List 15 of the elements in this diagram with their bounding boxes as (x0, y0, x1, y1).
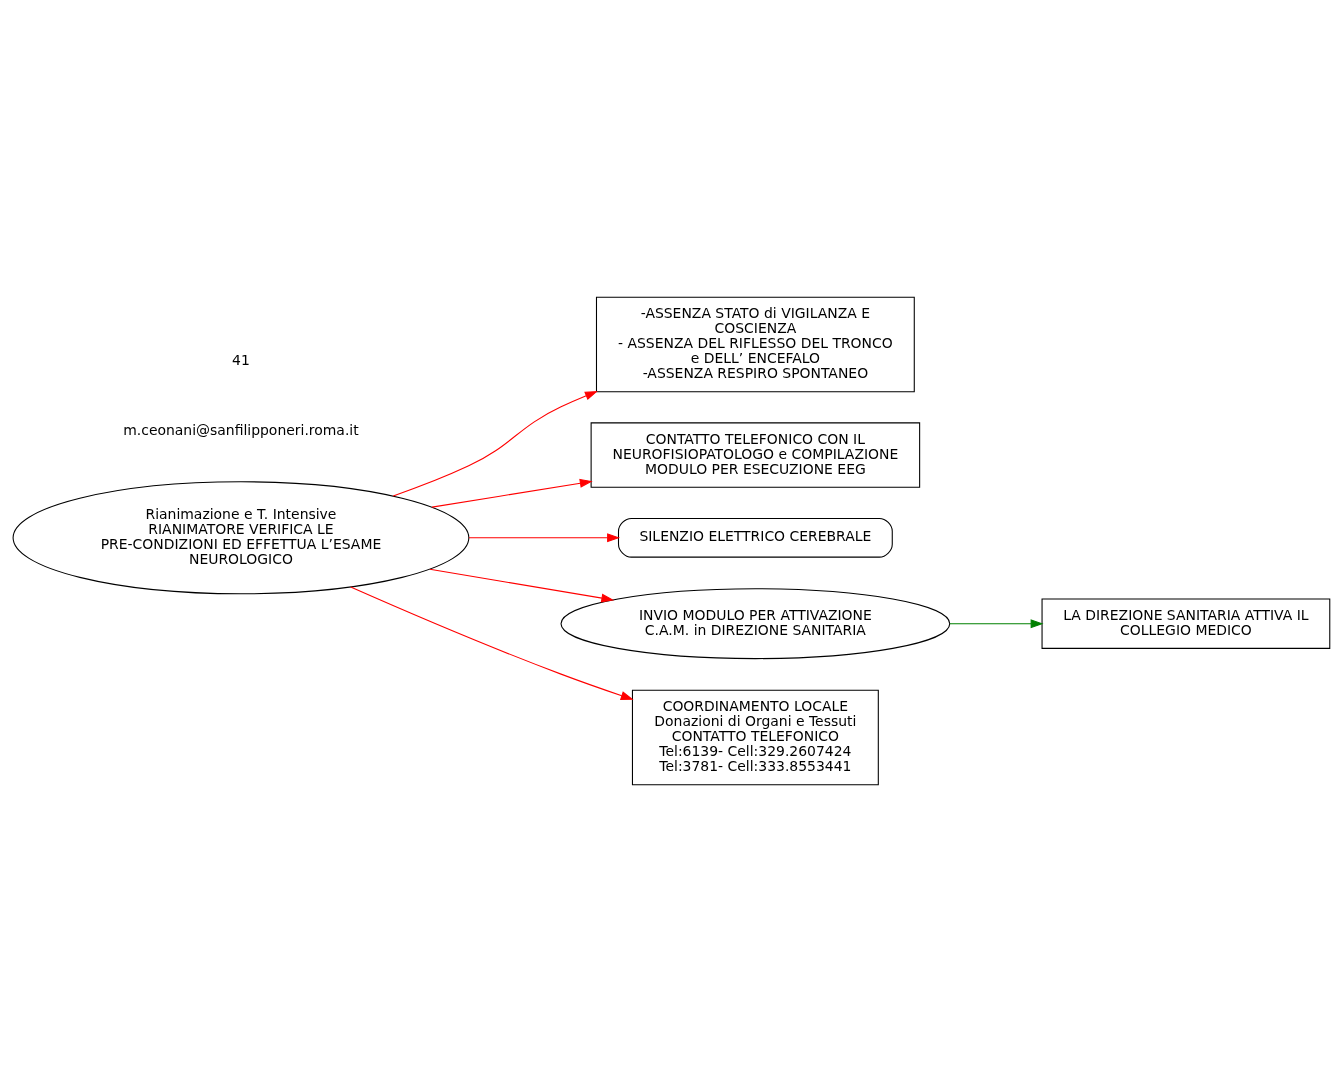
arrow (429, 568, 615, 603)
node-box: COORDINAMENTO LOCALE Donazioni di Organi e Tessuti CONTATTO TELEFONICO Tel:6139- Cell:329.2607424 Tel:3781- Cell:333.8553441 (631, 689, 879, 786)
arrow (350, 586, 634, 700)
node-box: CONTATTO TELEFONICO CON IL NEUROFISIOPATOLOGO e COMPILAZIONE MODULO PER ESECUZIONE EEG (590, 422, 921, 488)
node-box: -ASSENZA STATO di VIGILANZA E COSCIENZA - ASSENZA DEL RIFLESSO DEL TRONCO e DELL’ ENCEFALO -ASSENZA RESPIRO SPONTANEO (595, 296, 915, 393)
node-box: LA DIREZIONE SANITARIA ATTIVA IL COLLEGIO MEDICO (1041, 598, 1331, 649)
arrow (468, 533, 620, 543)
node-ellipse: Rianimazione e T. Intensive RIANIMATORE VERIFICA LE PRE-CONDIZIONI ED EFFETTUA L’ESAME NEUROLOGICO (12, 481, 470, 595)
label: 41 (232, 352, 250, 369)
arrow (392, 391, 598, 497)
arrow (431, 478, 593, 508)
label: m.ceonani@sanfilipponeri.roma.it (123, 422, 359, 439)
arrow (949, 619, 1044, 629)
node-box: SILENZIO ELETTRICO CEREBRALE (617, 517, 893, 558)
node-ellipse: INVIO MODULO PER ATTIVAZIONE C.A.M. in DIREZIONE SANITARIA (560, 588, 951, 660)
